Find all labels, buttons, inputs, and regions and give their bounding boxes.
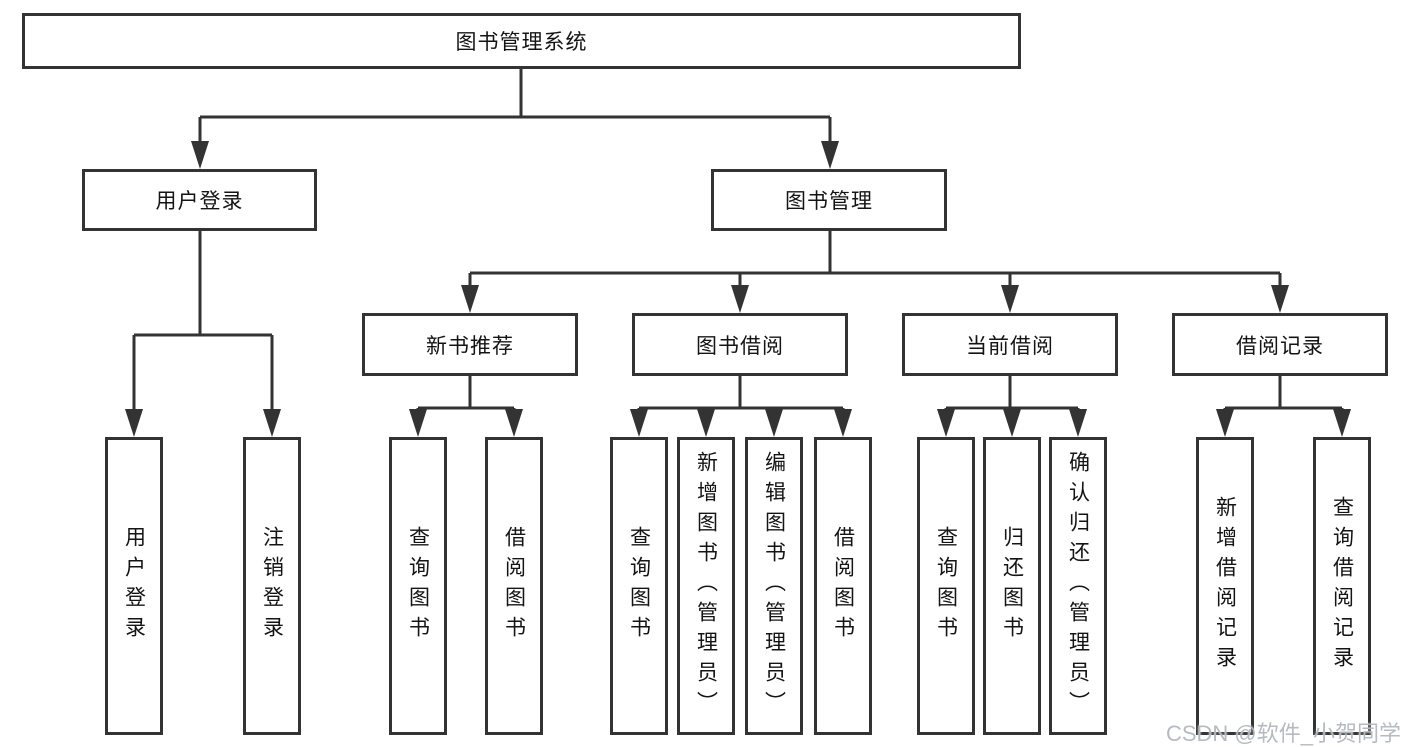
leaf-query-books-borrow: 查询图书 (610, 437, 668, 735)
node-book-management: 图书管理 (711, 169, 947, 231)
csdn-watermark: CSDN @软件_小贺同学 (1165, 721, 1401, 746)
leaf-user-login: 用户登录 (105, 437, 163, 735)
leaf-borrow-books: 借阅图书 (814, 437, 872, 735)
leaf-confirm-return-admin: 确认归还（管理员） (1049, 437, 1107, 735)
node-current-borrow: 当前借阅 (902, 313, 1118, 376)
leaf-add-book-admin: 新增图书（管理员） (677, 437, 735, 735)
leaf-logout: 注销登录 (243, 437, 301, 735)
node-book-borrow: 图书借阅 (632, 313, 848, 376)
leaf-borrow-books-recommend: 借阅图书 (485, 437, 543, 735)
leaf-query-books-current: 查询图书 (917, 437, 975, 735)
node-borrow-records: 借阅记录 (1172, 313, 1388, 376)
leaf-query-borrow-record: 查询借阅记录 (1313, 437, 1371, 735)
leaf-edit-book-admin: 编辑图书（管理员） (745, 437, 803, 735)
leaf-return-book: 归还图书 (983, 437, 1041, 735)
node-current-borrow-label: 当前借阅 (966, 334, 1054, 358)
leaf-query-books-recommend: 查询图书 (389, 437, 447, 735)
node-book-management-label: 图书管理 (785, 190, 873, 213)
node-root-label: 图书管理系统 (455, 31, 588, 54)
node-user-login: 用户登录 (82, 169, 317, 231)
node-new-book-recommend: 新书推荐 (362, 313, 578, 376)
leaf-add-borrow-record: 新增借阅记录 (1196, 437, 1254, 735)
node-user-login-label: 用户登录 (155, 190, 244, 213)
node-borrow-records-label: 借阅记录 (1236, 334, 1324, 358)
node-root-system: 图书管理系统 (22, 13, 1021, 69)
node-new-book-recommend-label: 新书推荐 (426, 334, 514, 358)
node-book-borrow-label: 图书借阅 (696, 334, 784, 358)
